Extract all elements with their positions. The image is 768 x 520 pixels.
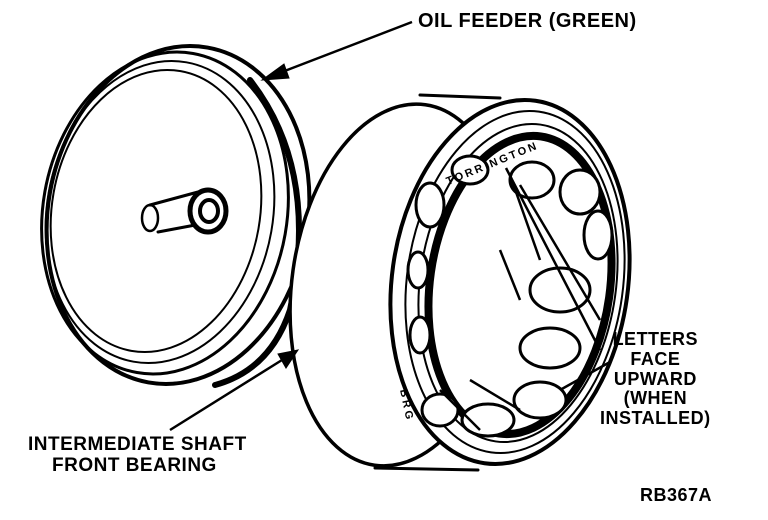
letters-label-line5: INSTALLED) bbox=[600, 408, 711, 429]
intermediate-shaft-label-line2: FRONT BEARING bbox=[52, 454, 217, 476]
oil-feeder-disc bbox=[40, 44, 312, 388]
letters-label-line2: FACE bbox=[630, 348, 681, 369]
letters-leader bbox=[504, 167, 611, 392]
intermediate-shaft-label: INTERMEDIATE SHAFT FRONT BEARING bbox=[28, 434, 247, 477]
letters-label-line3: UPWARD bbox=[613, 368, 697, 389]
oil-feeder-tube bbox=[140, 187, 229, 235]
letters-label-line1: LETTERS bbox=[612, 329, 699, 349]
oil-feeder-leader bbox=[260, 20, 413, 81]
figure-code: RB367A bbox=[640, 485, 713, 505]
oil-feeder-label: OIL FEEDER (GREEN) bbox=[418, 10, 637, 32]
letters-face-upward-label: LETTERS FACE UPWARD (WHEN INSTALLED) bbox=[600, 329, 711, 429]
bearing-cage bbox=[439, 174, 602, 431]
shaft-leader bbox=[169, 349, 300, 432]
letters-label-line4: (WHEN bbox=[623, 388, 688, 409]
intermediate-shaft-label-line1: INTERMEDIATE SHAFT bbox=[28, 434, 247, 455]
bearing-outer-race bbox=[288, 93, 632, 472]
